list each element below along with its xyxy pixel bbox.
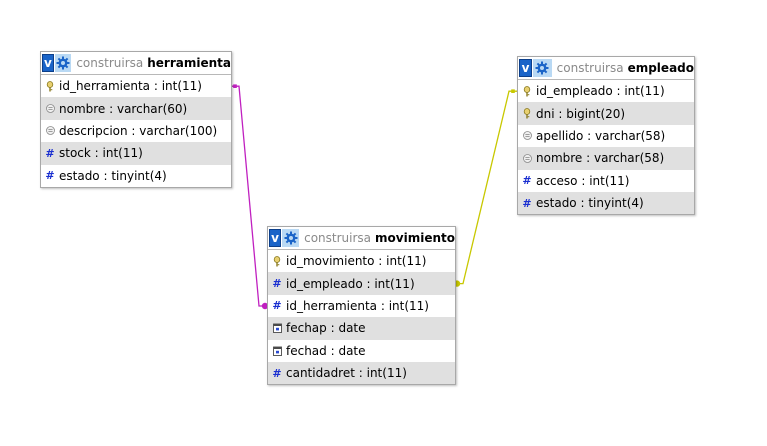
key-icon bbox=[522, 108, 532, 120]
table-row[interactable]: fechad : date bbox=[268, 340, 455, 362]
hash-icon: # bbox=[45, 169, 55, 183]
table-row[interactable]: dni : bigint(20) bbox=[518, 102, 694, 125]
hash-icon: # bbox=[522, 196, 532, 210]
hash-icon: # bbox=[45, 146, 55, 160]
hash-icon: # bbox=[522, 174, 532, 188]
text-field-icon bbox=[45, 125, 55, 137]
relation-end-marker bbox=[233, 84, 237, 88]
key-icon bbox=[522, 85, 532, 97]
field-label: id_movimiento : int(11) bbox=[286, 254, 427, 269]
table-row[interactable]: # cantidadret : int(11) bbox=[268, 361, 455, 385]
relation-end-marker bbox=[511, 89, 515, 93]
field-label: nombre : varchar(60) bbox=[59, 101, 188, 116]
text-field-icon bbox=[522, 152, 532, 164]
table-row[interactable]: # stock : int(11) bbox=[41, 142, 231, 165]
field-label: nombre : varchar(58) bbox=[536, 151, 665, 166]
field-label: id_herramienta : int(11) bbox=[286, 298, 429, 313]
relation-line[interactable] bbox=[231, 85, 267, 307]
table-row[interactable]: nombre : varchar(60) bbox=[41, 97, 231, 120]
table-row[interactable]: # id_empleado : int(11) bbox=[268, 272, 455, 295]
table-row[interactable]: id_empleado : int(11) bbox=[518, 80, 694, 102]
gear-icon[interactable] bbox=[282, 229, 300, 247]
table-row[interactable]: # acceso : int(11) bbox=[518, 170, 694, 192]
table-row[interactable]: # estado : tinyint(4) bbox=[518, 191, 694, 215]
field-label: cantidadret : int(11) bbox=[286, 366, 407, 381]
field-label: fechad : date bbox=[286, 343, 366, 358]
hash-icon: # bbox=[272, 299, 282, 313]
field-label: estado : tinyint(4) bbox=[536, 196, 644, 211]
date-icon bbox=[272, 322, 282, 334]
hash-icon: # bbox=[272, 277, 282, 291]
table-row[interactable]: # id_herramienta : int(11) bbox=[268, 295, 455, 317]
collapse-toggle-button[interactable]: v bbox=[269, 229, 282, 247]
text-field-icon bbox=[522, 130, 532, 142]
gear-icon[interactable] bbox=[533, 59, 552, 77]
collapse-toggle-button[interactable]: v bbox=[519, 59, 533, 77]
field-label: estado : tinyint(4) bbox=[59, 168, 167, 183]
table-row[interactable]: # estado : tinyint(4) bbox=[41, 165, 231, 187]
table-row[interactable]: id_movimiento : int(11) bbox=[268, 250, 455, 272]
text-field-icon bbox=[45, 103, 55, 115]
gear-icon[interactable] bbox=[54, 54, 72, 72]
field-label: id_herramienta : int(11) bbox=[59, 79, 202, 94]
key-icon bbox=[272, 255, 282, 267]
table-row[interactable]: nombre : varchar(58) bbox=[518, 147, 694, 170]
table-name: herramienta bbox=[147, 56, 231, 70]
field-label: fechap : date bbox=[286, 321, 366, 336]
table-row[interactable]: id_herramienta : int(11) bbox=[41, 75, 231, 97]
field-label: stock : int(11) bbox=[59, 146, 143, 161]
table-row[interactable]: fechap : date bbox=[268, 317, 455, 340]
field-label: id_empleado : int(11) bbox=[536, 84, 665, 99]
field-label: apellido : varchar(58) bbox=[536, 128, 666, 143]
database-name: construirsa bbox=[556, 61, 624, 75]
table-row[interactable]: descripcion : varchar(100) bbox=[41, 120, 231, 142]
table-name: empleado bbox=[627, 61, 694, 75]
table-name: movimiento bbox=[375, 231, 455, 245]
database-name: construirsa bbox=[304, 231, 372, 245]
date-icon bbox=[272, 345, 282, 357]
field-label: id_empleado : int(11) bbox=[286, 276, 415, 291]
table-row[interactable]: apellido : varchar(58) bbox=[518, 125, 694, 147]
database-name: construirsa bbox=[76, 56, 144, 70]
collapse-toggle-button[interactable]: v bbox=[42, 54, 54, 72]
key-icon bbox=[45, 80, 55, 92]
field-label: dni : bigint(20) bbox=[536, 106, 626, 121]
relation-line[interactable] bbox=[455, 90, 517, 285]
field-label: descripcion : varchar(100) bbox=[59, 123, 218, 138]
field-label: acceso : int(11) bbox=[536, 173, 630, 188]
hash-icon: # bbox=[272, 366, 282, 380]
